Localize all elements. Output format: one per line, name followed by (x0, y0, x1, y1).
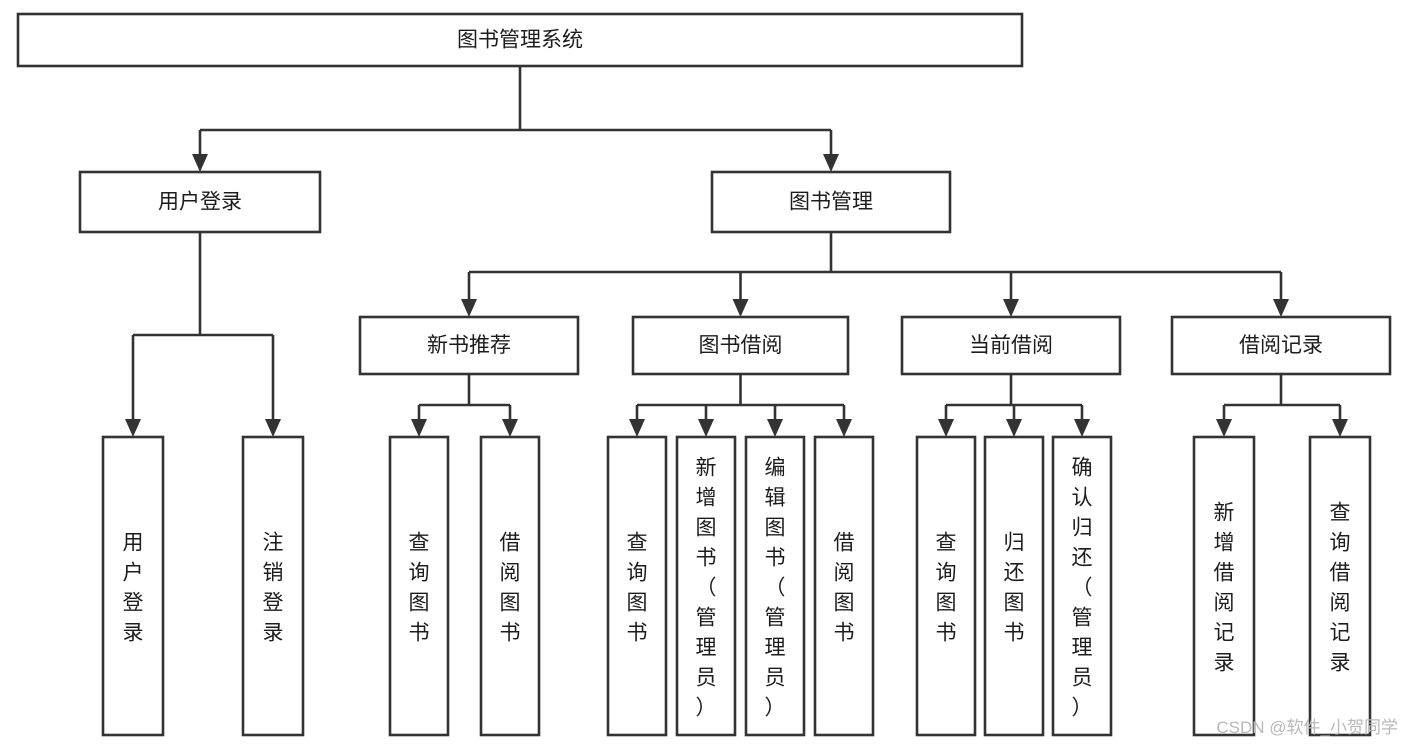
node-leaf-confirm-return[interactable] (1051, 435, 1113, 737)
node-user-login[interactable] (78, 170, 322, 234)
node-leaf-add-record[interactable] (1192, 435, 1256, 737)
node-label-new-book-recommend: 新书推荐 (427, 334, 511, 357)
node-leaf-query-book-3[interactable] (915, 435, 977, 737)
node-current-borrow[interactable] (900, 315, 1122, 376)
node-label-book-manage: 图书管理 (789, 191, 873, 214)
node-leaf-query-book-2[interactable] (606, 435, 668, 737)
edge-book-borrow-to-leaf-add-book-arrowhead (698, 419, 714, 437)
node-borrow-record[interactable] (1170, 315, 1392, 376)
edge-borrow-record-to-leaf-add-record-arrowhead (1216, 419, 1232, 437)
edge-book-manage-to-borrow-record-arrowhead (1273, 299, 1289, 317)
edge-book-manage-to-current-borrow-arrowhead (1003, 299, 1019, 317)
node-leaf-return-book[interactable] (983, 435, 1045, 737)
node-label-leaf-query-record: 查询借阅记录 (1330, 501, 1351, 674)
node-label-leaf-borrow-book-1: 借阅图书 (500, 531, 521, 644)
edge-user-login-to-leaf-user-logout-arrowhead (265, 419, 281, 437)
edge-new-book-recommend-to-leaf-query-book-1-arrowhead (411, 419, 427, 437)
node-new-book-recommend[interactable] (358, 315, 580, 376)
edge-root-to-user-login-arrowhead (192, 154, 208, 172)
node-label-leaf-edit-book: 编辑图书（管理员） (765, 456, 786, 719)
node-label-leaf-user-logout: 注销登录 (263, 531, 284, 644)
node-label-leaf-borrow-book-2: 借阅图书 (834, 531, 855, 644)
node-layer: 图书管理系统用户登录图书管理新书推荐图书借阅当前借阅借阅记录用户登录注销登录查询… (16, 12, 1392, 737)
node-label-user-login: 用户登录 (158, 191, 242, 214)
edge-book-manage-to-book-borrow-arrowhead (732, 299, 749, 317)
node-leaf-add-book[interactable] (675, 435, 737, 737)
node-label-leaf-add-book: 新增图书（管理员） (696, 456, 717, 719)
node-label-root: 图书管理系统 (457, 29, 583, 52)
node-leaf-query-book-1[interactable] (388, 435, 450, 737)
edge-user-login-to-leaf-user-login-arrowhead (125, 419, 141, 437)
node-label-leaf-confirm-return: 确认归还（管理员） (1072, 456, 1093, 719)
csdn-watermark: CSDN @软件_小贺同学 (1216, 718, 1398, 737)
node-label-borrow-record: 借阅记录 (1239, 334, 1323, 357)
edge-borrow-record-to-leaf-query-record-arrowhead (1332, 419, 1348, 437)
node-label-leaf-query-book-1: 查询图书 (409, 531, 430, 644)
node-book-borrow[interactable] (631, 315, 850, 376)
node-leaf-borrow-book-2[interactable] (813, 435, 875, 737)
node-label-book-borrow: 图书借阅 (699, 334, 783, 357)
node-label-leaf-query-book-2: 查询图书 (627, 531, 648, 644)
edge-current-borrow-to-leaf-query-book-3-arrowhead (938, 419, 954, 437)
node-leaf-query-record[interactable] (1308, 435, 1372, 737)
edge-new-book-recommend-to-leaf-borrow-book-1-arrowhead (502, 419, 518, 437)
edge-book-manage-to-new-book-recommend-arrowhead (461, 299, 477, 317)
edge-current-borrow-to-leaf-return-book-arrowhead (1006, 419, 1022, 437)
node-label-leaf-query-book-3: 查询图书 (936, 531, 957, 644)
node-leaf-user-logout[interactable] (241, 435, 305, 737)
edge-current-borrow-to-leaf-confirm-return-arrowhead (1074, 419, 1090, 437)
edge-book-borrow-to-leaf-borrow-book-2-arrowhead (836, 419, 852, 437)
node-book-manage[interactable] (710, 170, 952, 234)
node-leaf-edit-book[interactable] (744, 435, 806, 737)
node-leaf-user-login[interactable] (101, 435, 165, 737)
node-leaf-borrow-book-1[interactable] (479, 435, 541, 737)
node-label-current-borrow: 当前借阅 (969, 334, 1053, 357)
edge-book-borrow-to-leaf-query-book-2-arrowhead (629, 419, 645, 437)
node-label-leaf-return-book: 归还图书 (1004, 531, 1025, 644)
edge-root-to-book-manage-arrowhead (823, 154, 839, 172)
node-root-root[interactable] (16, 12, 1024, 68)
connector-layer (125, 66, 1348, 437)
node-label-leaf-add-record: 新增借阅记录 (1214, 501, 1235, 674)
edge-book-borrow-to-leaf-edit-book-arrowhead (767, 419, 783, 437)
node-label-leaf-user-login: 用户登录 (123, 531, 144, 644)
